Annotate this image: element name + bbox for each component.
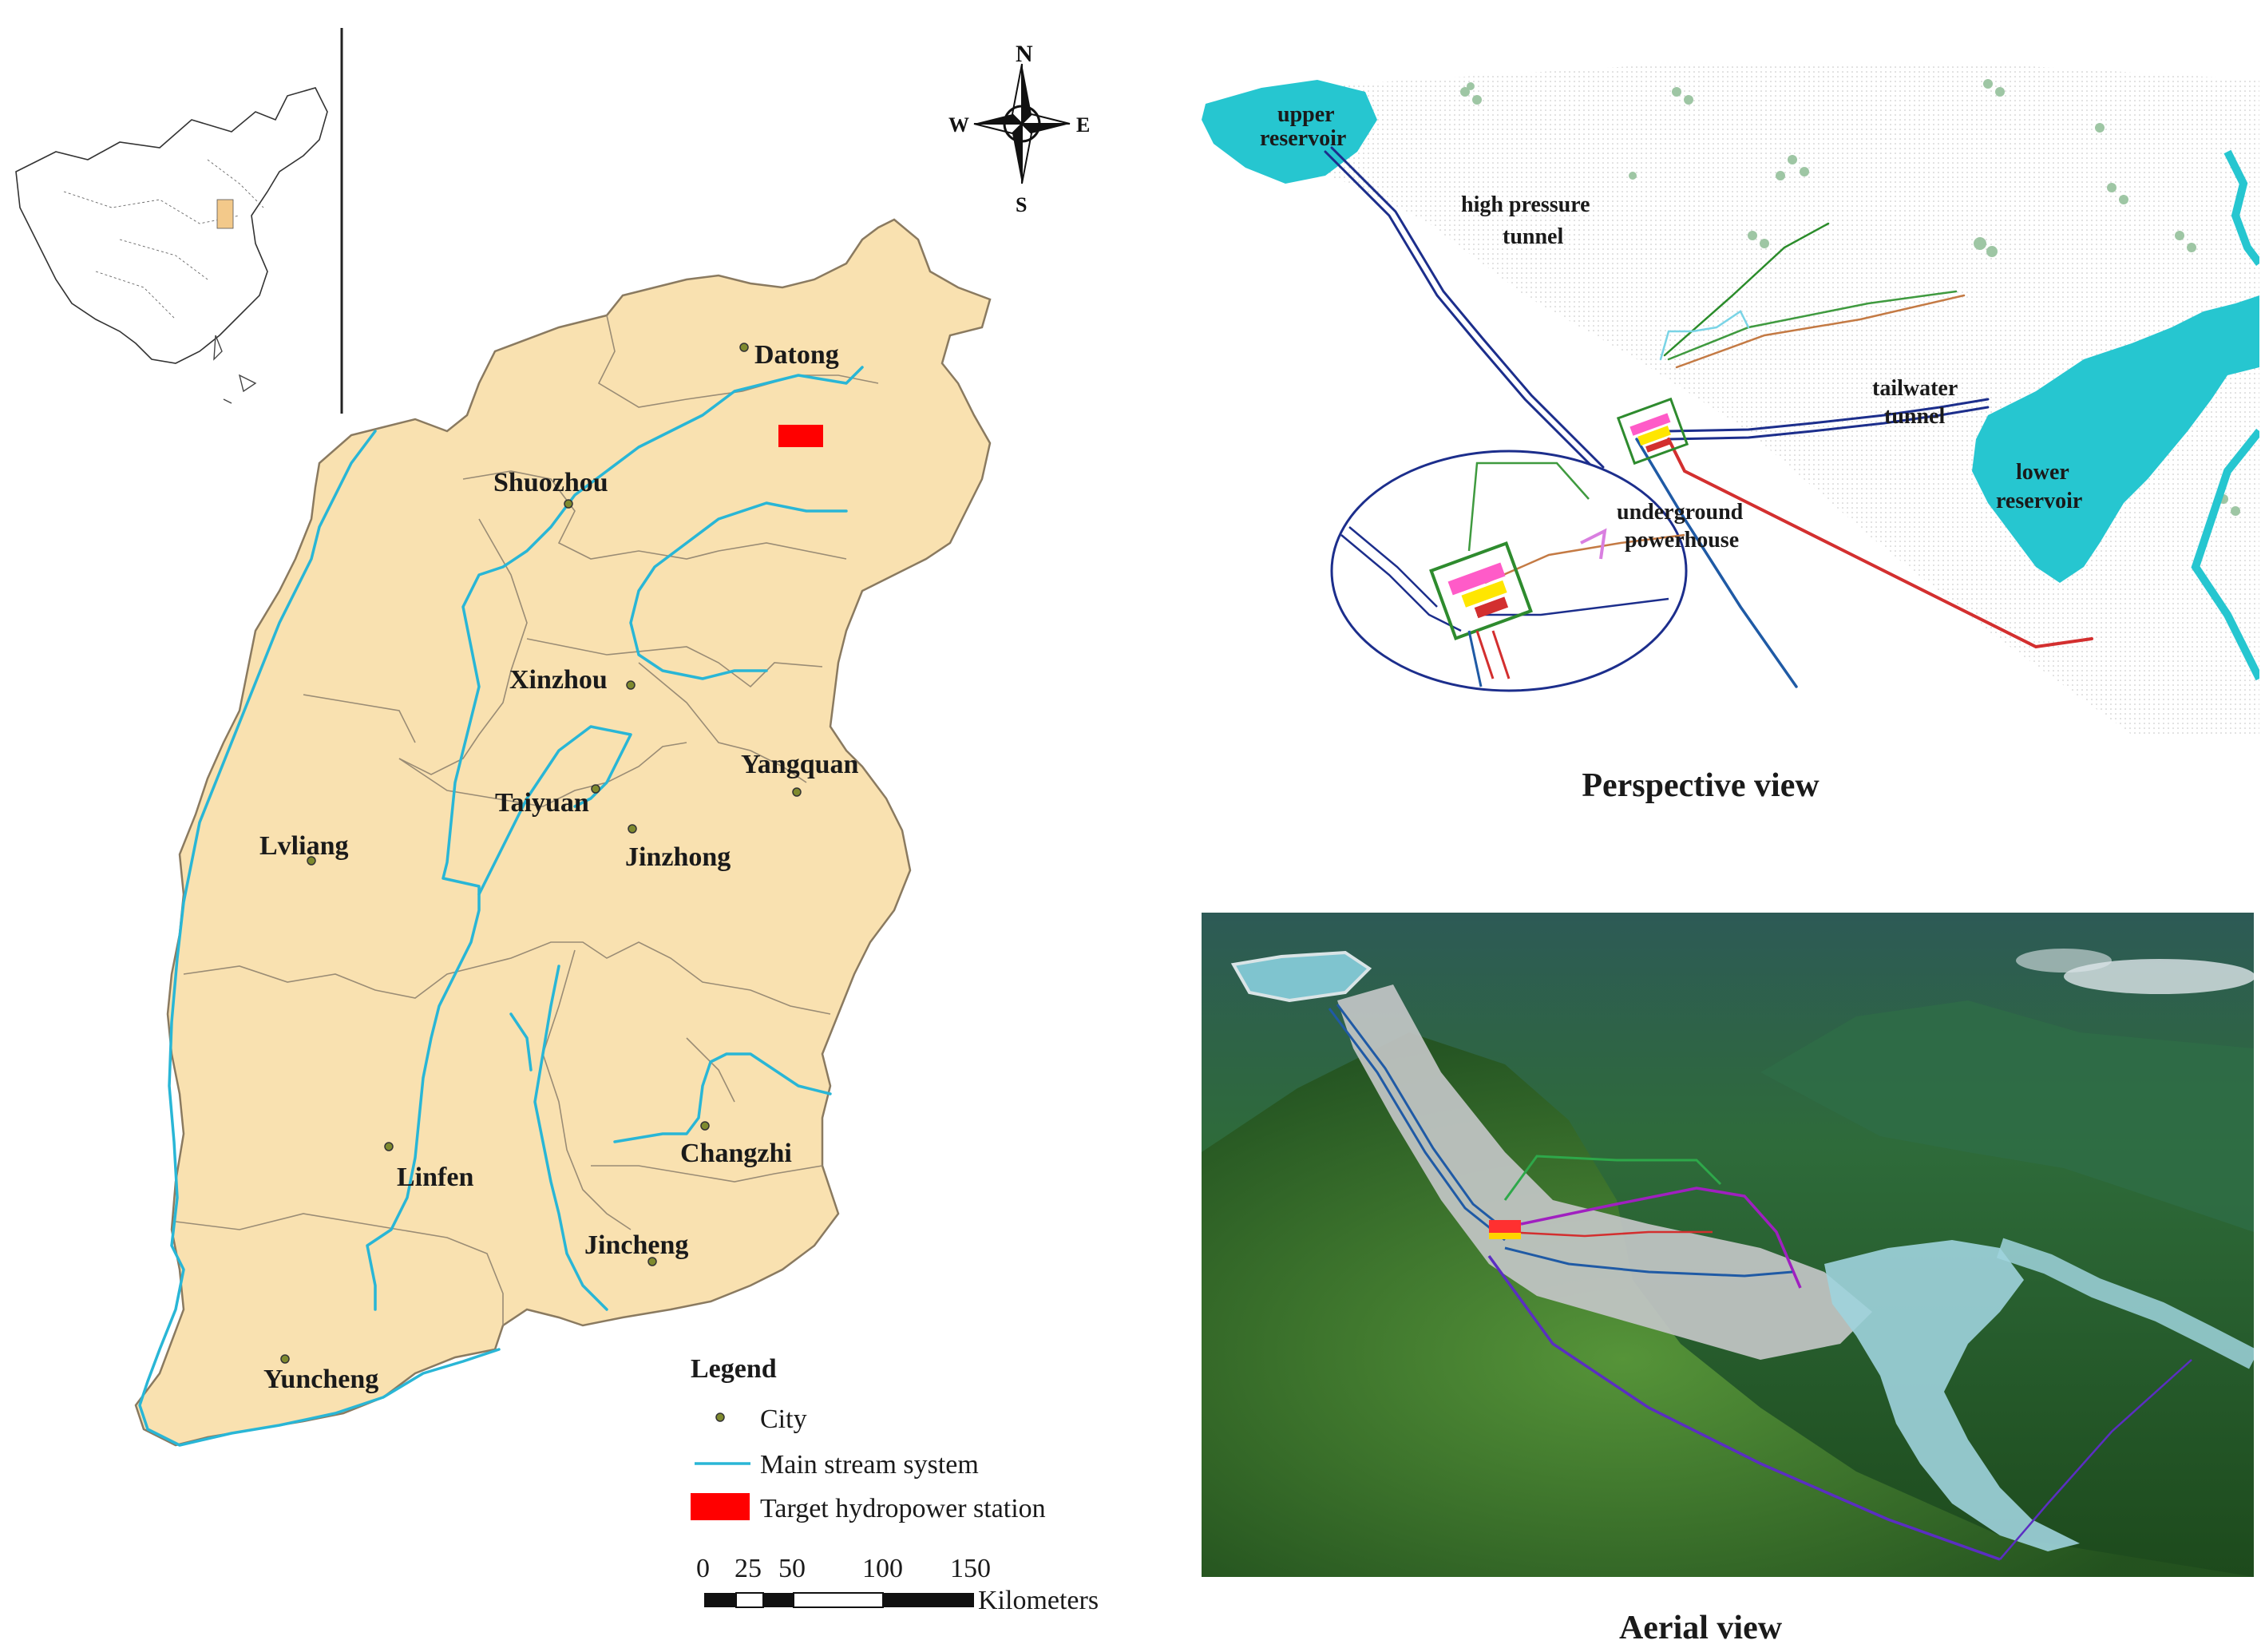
legend-station-symbol [691, 1493, 750, 1520]
legend-title: Legend [691, 1354, 777, 1384]
prefecture-boundaries [175, 315, 879, 1325]
svg-text:Jinzhong: Jinzhong [625, 842, 731, 872]
svg-text:Jincheng: Jincheng [584, 1230, 688, 1260]
svg-text:Taiyuan: Taiyuan [495, 788, 589, 818]
tree-clusters [1460, 79, 2240, 516]
city-changzhi: Changzhi [680, 1121, 792, 1168]
tunnel-system [1324, 146, 2093, 688]
svg-text:Lvliang: Lvliang [259, 831, 348, 861]
perspective-view: upper reservoir high pressure tunnel tai… [1202, 64, 2259, 735]
aerial-upper-reservoir [1230, 950, 1372, 1003]
label-tail-1: tailwater [1872, 376, 1958, 401]
svg-text:Shuozhou: Shuozhou [493, 468, 608, 497]
svg-text:Linfen: Linfen [397, 1163, 473, 1192]
scale-tick-25: 25 [735, 1554, 762, 1583]
high-pressure-tunnel [1324, 150, 1598, 473]
label-under-2: powerhouse [1625, 528, 1739, 553]
compass-rose: N S E W [948, 41, 1090, 216]
legend-station: Target hydropower station [760, 1494, 1046, 1523]
legend-city: City [760, 1404, 807, 1434]
label-upper-2: reservoir [1260, 126, 1346, 151]
scale-tick-150: 150 [950, 1554, 991, 1583]
city-taiyuan: Taiyuan [495, 784, 600, 818]
china-inset [15, 28, 343, 414]
hutuo-river [629, 501, 848, 680]
main-stream-system [138, 366, 864, 1447]
upper-reservoir [1202, 80, 1377, 184]
scale-bar: 0 25 50 100 150 Kilometers [696, 1554, 1099, 1615]
shanxi-highlight [216, 199, 234, 229]
sanggan-river [366, 366, 864, 1311]
city-shuozhou: Shuozhou [493, 468, 608, 509]
fen-river [477, 725, 632, 896]
legend-city-symbol [715, 1412, 725, 1422]
underground-powerhouse [1616, 397, 1689, 465]
construction-slope [1337, 984, 1872, 1360]
label-lower-2: reservoir [1996, 489, 2082, 513]
svg-text:Changzhi: Changzhi [680, 1139, 792, 1168]
city-linfen: Linfen [384, 1142, 473, 1192]
city-datong: Datong [739, 340, 839, 370]
compass-e: E [1076, 113, 1090, 137]
shanxi-map: N S E W Datong Shuozhou [15, 28, 1099, 1615]
city-yuncheng: Yuncheng [263, 1354, 378, 1394]
aerial-caption: Aerial view [1618, 1610, 1783, 1646]
perspective-caption: Perspective view [1582, 767, 1820, 804]
aerial-tunnel-overlay [1328, 1004, 2192, 1561]
map-legend: Legend City Main stream system Target hy… [691, 1354, 1046, 1523]
city-jincheng: Jincheng [584, 1230, 688, 1266]
legend-stream: Main stream system [760, 1450, 979, 1480]
zhang-river [613, 1052, 832, 1143]
label-hp-1: high pressure [1461, 192, 1590, 217]
compass-n: N [1016, 41, 1033, 67]
access-tunnel-red [1667, 438, 2093, 649]
terrain [1285, 64, 2259, 735]
scale-tick-50: 50 [778, 1554, 806, 1583]
svg-text:Yuncheng: Yuncheng [263, 1365, 378, 1394]
aerial-lower-reservoir [1824, 1240, 2080, 1551]
qin-river [533, 965, 608, 1311]
scale-unit: Kilometers [978, 1586, 1099, 1615]
river-branch [2191, 149, 2259, 681]
svg-text:Datong: Datong [754, 340, 839, 370]
aerial-view [1202, 913, 2254, 1577]
tailwater-tunnel [1667, 398, 1990, 433]
label-lower-1: lower [2016, 460, 2069, 485]
scale-tick-100: 100 [862, 1554, 903, 1583]
city-lvliang: Lvliang [259, 831, 348, 866]
label-hp-2: tunnel [1503, 224, 1563, 249]
svg-text:Xinzhou: Xinzhou [509, 665, 608, 695]
aerial-powerhouse [1489, 1220, 1521, 1239]
city-yangquan: Yangquan [741, 750, 859, 797]
city-xinzhou: Xinzhou [509, 665, 636, 695]
label-under-1: underground [1617, 500, 1744, 525]
label-tail-2: tunnel [1884, 404, 1945, 429]
svg-text:Yangquan: Yangquan [741, 750, 859, 779]
powerhouse-detail-inset [1330, 450, 1688, 692]
label-upper-1: upper [1277, 102, 1335, 127]
compass-w: W [948, 113, 969, 137]
target-hydropower-station [778, 425, 823, 447]
yellow-river [138, 430, 501, 1447]
cloud [2064, 959, 2254, 994]
scale-tick-0: 0 [696, 1554, 710, 1583]
city-jinzhong: Jinzhong [625, 824, 731, 872]
compass-s: S [1016, 193, 1027, 216]
lower-reservoir [1972, 295, 2259, 583]
